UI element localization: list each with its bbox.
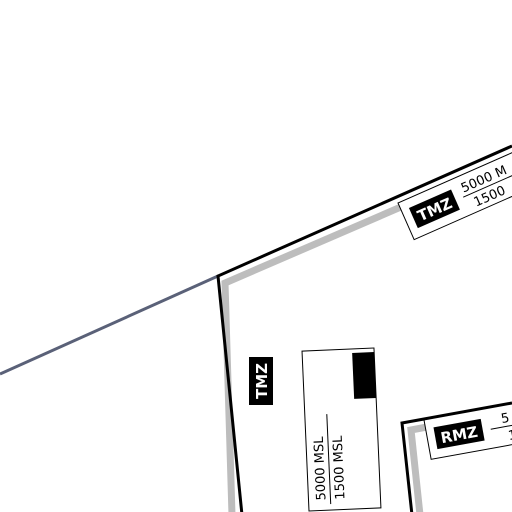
tmz-area-border (216, 144, 512, 512)
label-divider (326, 414, 332, 505)
zone-label-rmz: RMZ 5 1 (423, 397, 512, 460)
label-badge: TMZ (253, 363, 271, 399)
label-divider (463, 161, 512, 198)
label-badge-bg (408, 189, 460, 229)
zone-label-tmz-left: 5000 MSL 1500 MSL (301, 347, 382, 512)
boundary-line (0, 274, 219, 376)
label-badge-bg (352, 352, 377, 399)
zone-badge-tmz-left: TMZ (249, 357, 273, 405)
label-divider (490, 418, 512, 430)
label-lower-limit: 1 (507, 428, 512, 444)
label-badge-bg (433, 418, 485, 450)
label-upper-limit: 5 (500, 411, 511, 427)
label-upper-limit: 5000 MSL (312, 435, 330, 500)
label-badge-bg (249, 357, 273, 405)
rmz-area-border (400, 401, 512, 512)
label-lower-limit: 1500 MSL (331, 435, 349, 500)
